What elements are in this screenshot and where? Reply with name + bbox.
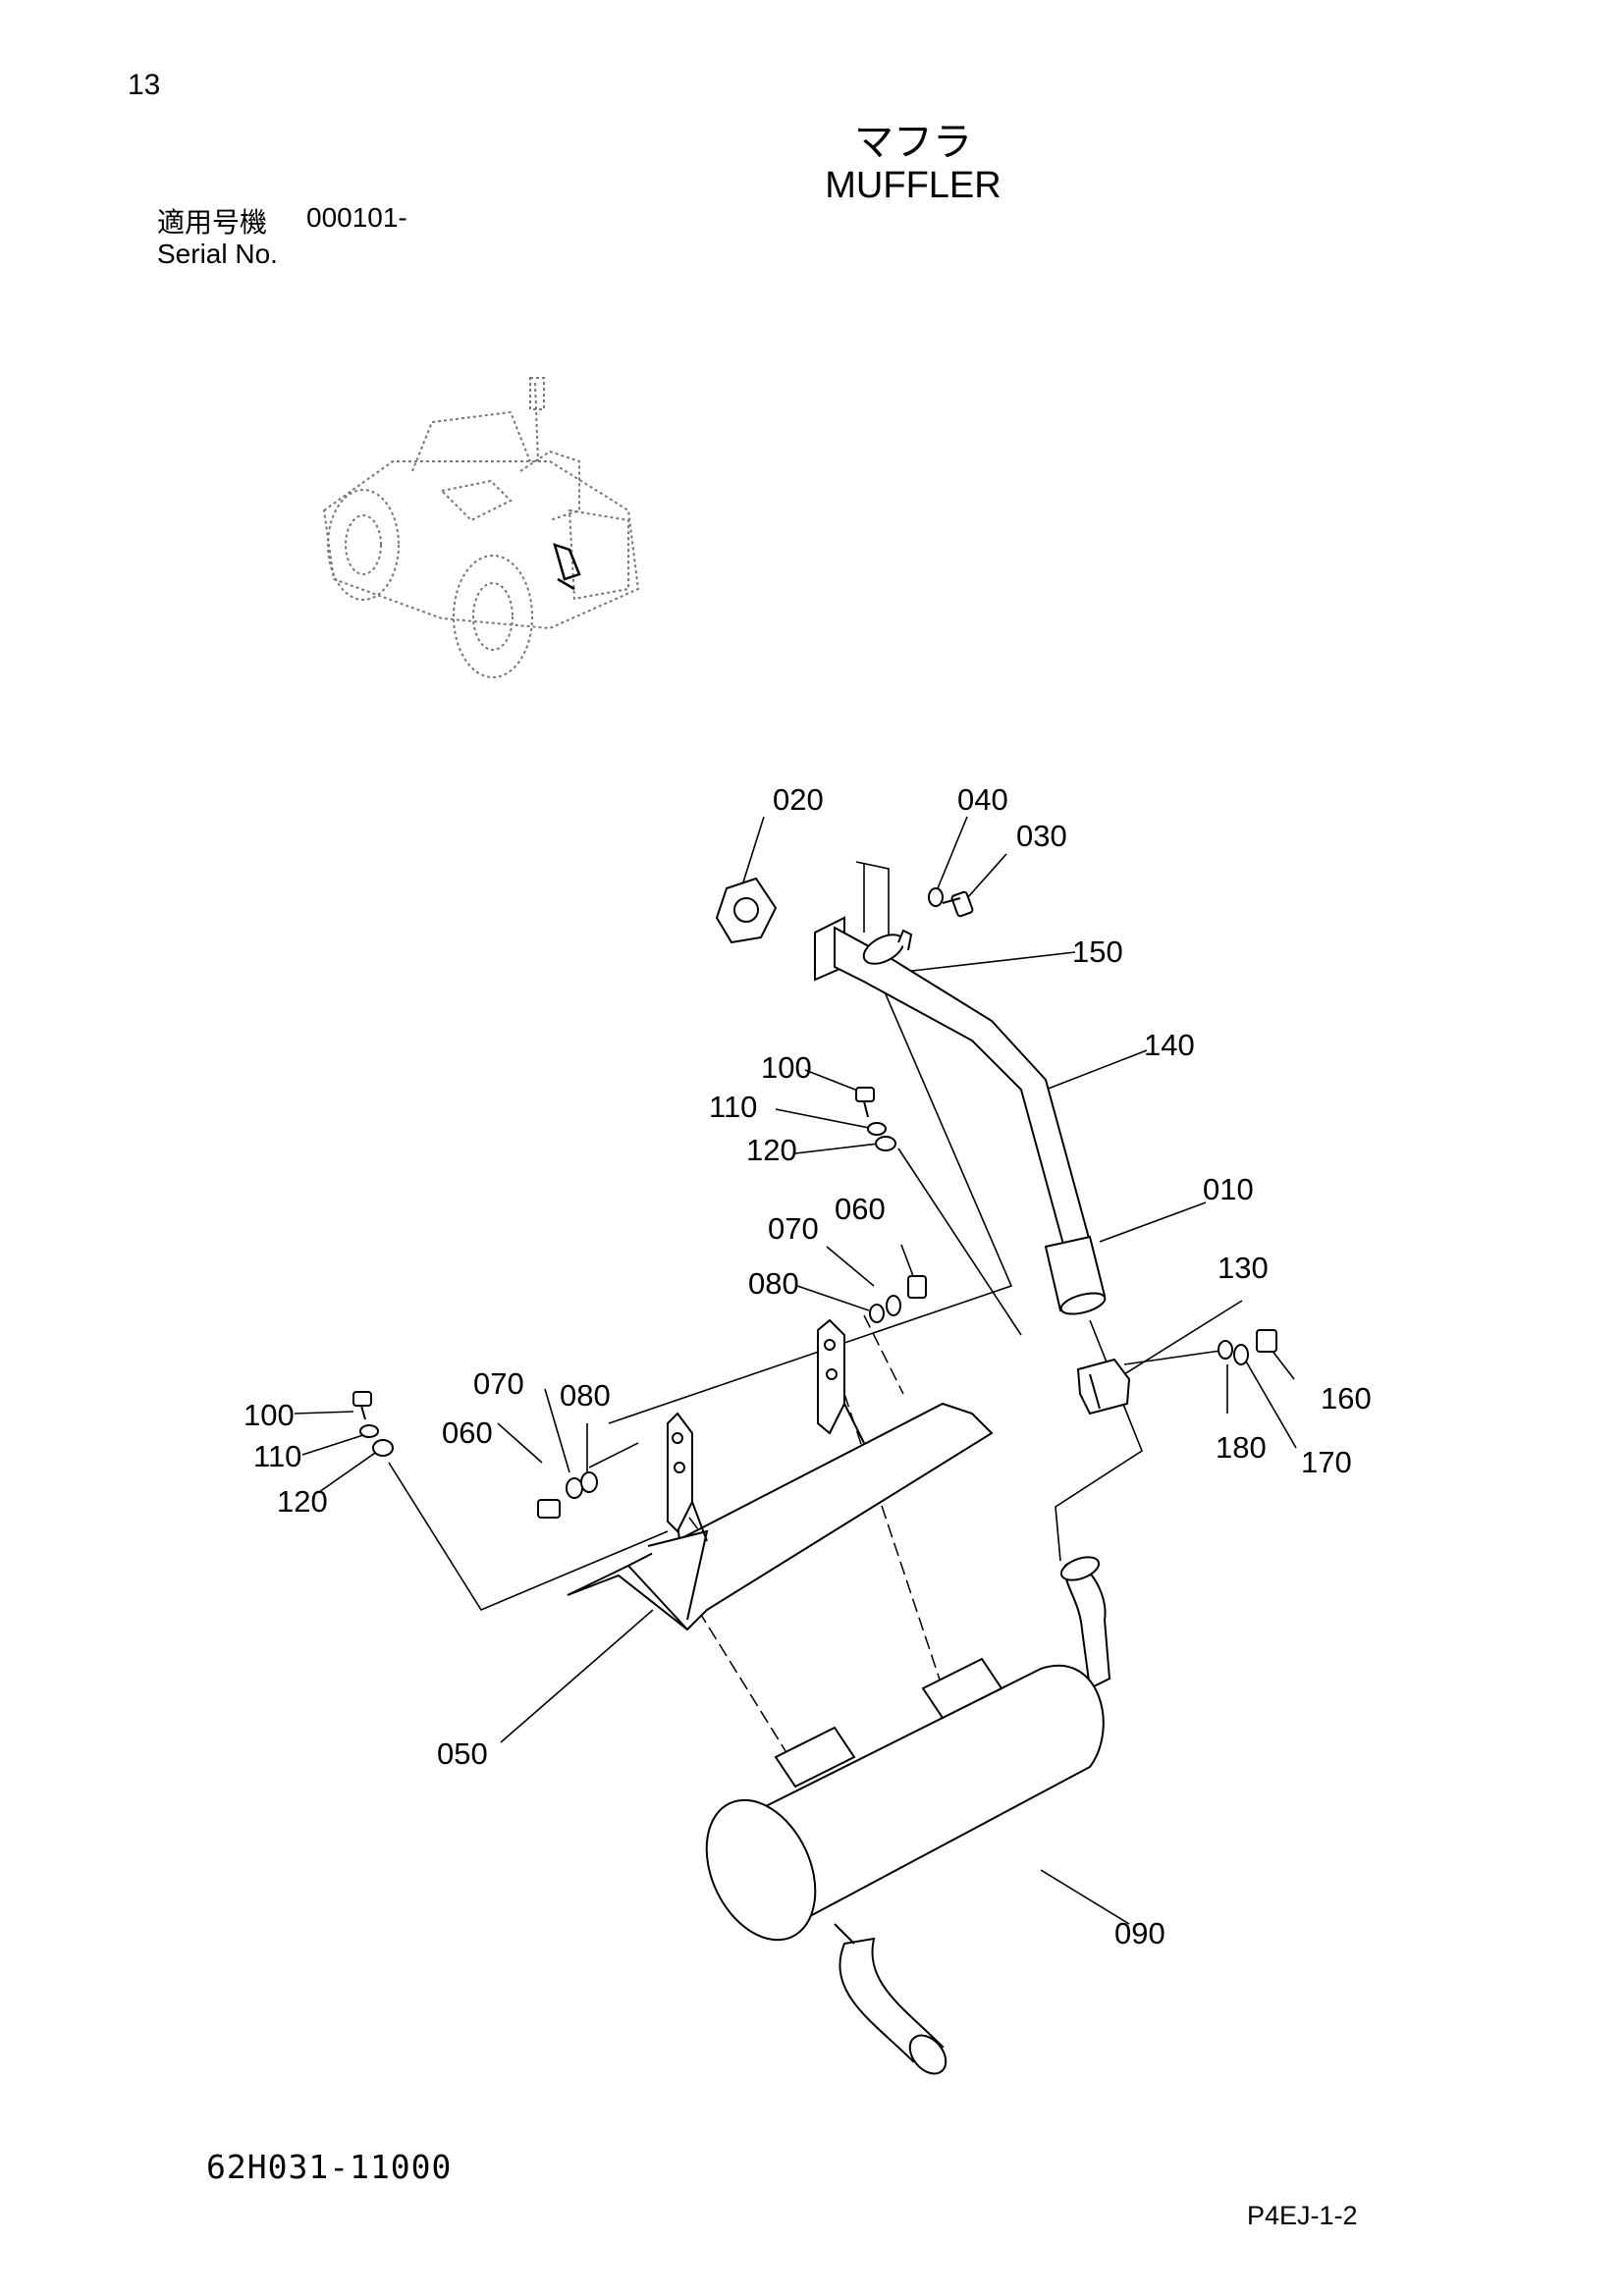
callout-label: 010 (1203, 1172, 1254, 1206)
callout-label: 030 (1016, 819, 1067, 853)
washer-120-upper (875, 1136, 896, 1151)
callout-label: 160 (1321, 1381, 1372, 1415)
tractor-location-icon (322, 377, 640, 678)
callout-label: 100 (761, 1050, 812, 1085)
drawing-number: 62H031-11000 (206, 2148, 453, 2186)
page-number: 13 (128, 69, 161, 101)
tail-pipe-010 (1044, 1235, 1107, 1315)
callout-label: 180 (1216, 1430, 1267, 1465)
bolt-060-lower (537, 1499, 561, 1519)
callout-label: 100 (244, 1398, 295, 1432)
bolt-100-lower (352, 1391, 372, 1420)
callout-label: 060 (442, 1415, 493, 1450)
muffler-location-highlight (553, 543, 581, 591)
callout-label: 120 (277, 1484, 328, 1519)
bolt-030 (942, 890, 974, 918)
callout-label: 110 (253, 1439, 301, 1473)
callout-label: 120 (746, 1133, 797, 1167)
page-code: P4EJ-1-2 (1247, 2201, 1358, 2230)
washer-070-lower (566, 1477, 583, 1499)
page-title-english: MUFFLER (825, 165, 1001, 206)
serial-label-japanese: 適用号機 (157, 206, 268, 239)
bolt-100-upper (855, 1087, 875, 1118)
callout-label: 020 (773, 782, 824, 817)
washer-120-lower (372, 1439, 394, 1457)
washer-080-lower (580, 1471, 598, 1493)
washer-180 (1218, 1340, 1233, 1360)
callout-label: 040 (957, 782, 1008, 817)
callout-label: 090 (1114, 1916, 1165, 1950)
callout-label: 070 (473, 1366, 524, 1401)
callout-label: 060 (835, 1192, 886, 1226)
callout-label: 070 (768, 1211, 819, 1246)
callout-label: 170 (1301, 1445, 1352, 1479)
clamp-130 (1076, 1358, 1131, 1415)
washer-170 (1233, 1344, 1249, 1365)
callout-label: 080 (748, 1266, 799, 1301)
bolt-160 (1256, 1329, 1277, 1353)
gasket-020 (715, 877, 778, 944)
washer-040 (928, 887, 944, 907)
callout-label: 140 (1144, 1028, 1195, 1062)
muffler-090 (705, 1556, 1111, 2075)
callout-label: 080 (560, 1378, 611, 1413)
heat-shield-050 (567, 1318, 994, 1631)
serial-number-value: 000101- (306, 202, 407, 233)
washer-080-upper (869, 1304, 885, 1323)
callout-label: 150 (1072, 934, 1123, 969)
page-title-japanese: マフラ (854, 120, 972, 165)
serial-label-english: Serial No. (157, 239, 278, 269)
callout-label: 130 (1218, 1251, 1269, 1285)
washer-070-upper (886, 1295, 901, 1316)
part-callouts: 020 040 030 150 140 100 110 120 010 070 … (244, 782, 1372, 1950)
callout-label: 110 (709, 1090, 757, 1124)
exhaust-pipe-140 (814, 916, 1092, 1254)
washer-110-lower (359, 1424, 379, 1438)
washer-110-upper (867, 1122, 887, 1136)
callout-label: 050 (437, 1736, 488, 1771)
bolt-060-upper (907, 1275, 927, 1299)
